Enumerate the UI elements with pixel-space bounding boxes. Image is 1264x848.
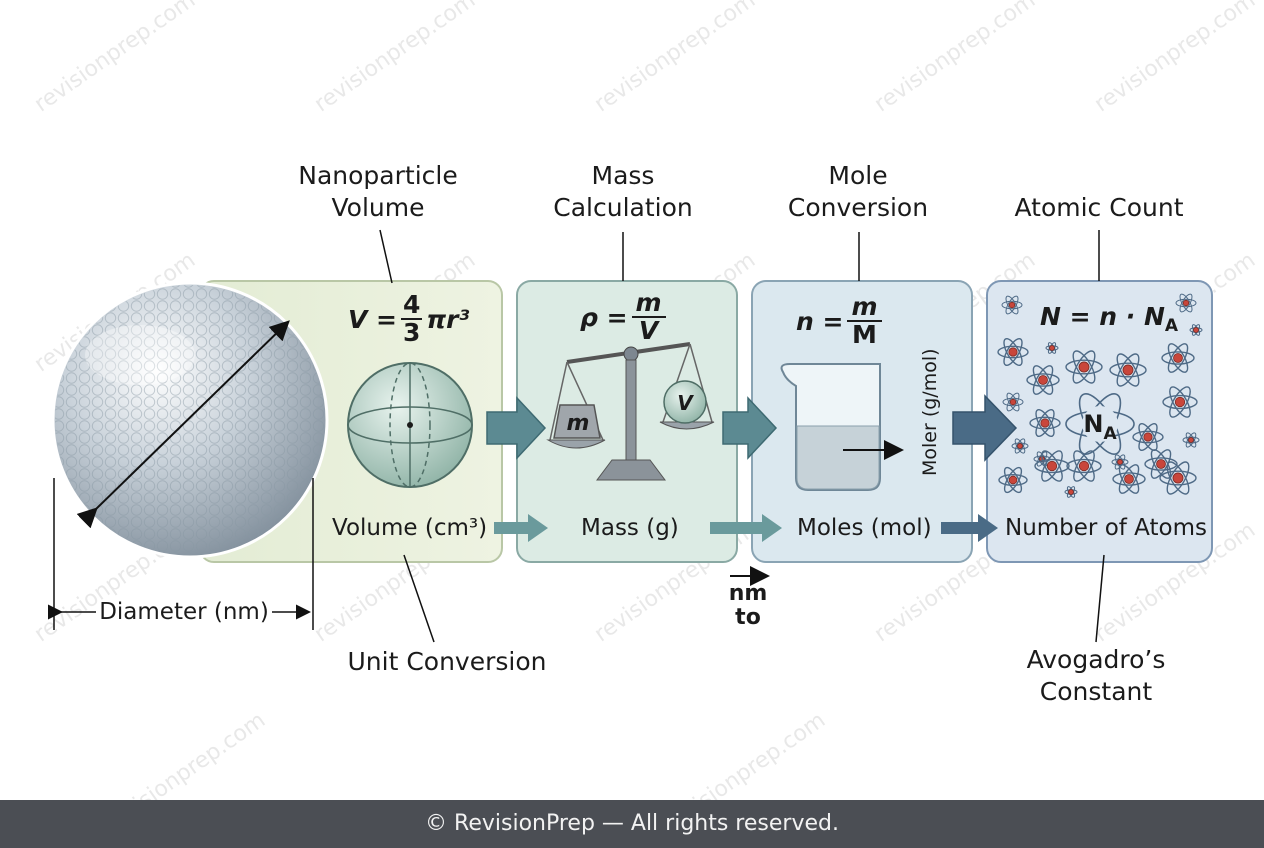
atom-icon [1161,343,1195,373]
volume-formula: V = 4 3 πr³ [348,290,470,347]
atom-icon [1112,464,1146,494]
atom-icons [997,293,1203,498]
atoms-panel: NA [986,280,1213,563]
diameter-bracket [48,478,314,630]
balance-scale-icon: m V [546,342,715,481]
footer-copyright: © RevisionPrep — All rights reserved. [0,800,1264,848]
atoms-formula: N = n · NA [1040,302,1179,336]
atom-icon [1162,386,1198,418]
atomic-count-title: Atomic Count [1014,193,1184,222]
atom-icon [1065,350,1103,384]
atom-icon [1109,353,1147,387]
atom-icon [1175,293,1197,313]
sphere-volume-icon [347,362,473,488]
moles-flow-label: Moles (mol) [797,515,932,541]
beaker-icon [780,363,904,491]
unit-conversion-label: Unit Conversion [347,647,547,676]
atoms-flow-label: Number of Atoms [1005,515,1207,541]
pan-right-label: V [677,391,694,415]
atom-icon [1159,461,1197,495]
density-formula: ρ = m V [580,290,670,344]
diameter-label: Diameter (nm) [99,599,269,625]
volume-flow-label: Volume (cm³) [332,515,488,541]
atom-icon [998,466,1028,494]
process-arrows [486,394,1018,462]
mass-flow-label: Mass (g) [581,515,679,541]
mole-panel: Moler (g/mol) [751,280,973,563]
nanoparticle-sphere-icon [51,281,329,559]
atom-icon [1045,342,1059,354]
pan-left-label: m [567,411,590,436]
atom-icon [997,338,1029,366]
atom-icon [1002,392,1024,412]
atom-icon [1189,324,1203,336]
diagram-canvas: m V Moler (g/mol) NA [48,229,1213,643]
moles-formula: n = m M [796,294,886,348]
avogadro-center-symbol: NA [1083,410,1117,444]
atom-icon [1026,365,1060,395]
leader-lines [379,229,1105,643]
avogadro-atom-icon [1065,393,1135,455]
atom-icon [1029,409,1061,437]
atom-icon [1011,438,1029,454]
atom-icon [1182,432,1200,448]
flow-arrows [494,514,998,586]
beaker-side-label: Moler (g/mol) [919,348,941,476]
atom-icon [1001,295,1023,315]
atom-icon [1064,486,1078,498]
atom-icon [1144,449,1178,479]
atom-icon [1034,450,1070,482]
